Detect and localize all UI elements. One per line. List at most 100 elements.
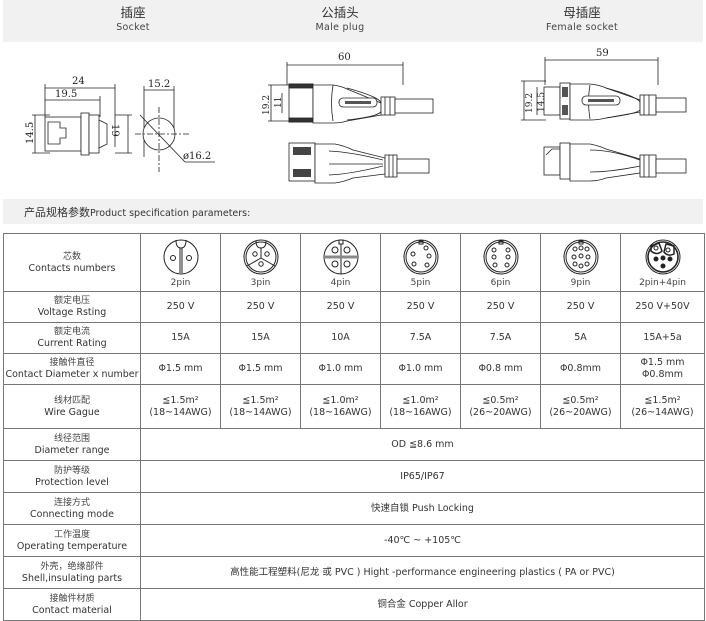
spec-title-en: Product specification parameters: (90, 208, 251, 219)
voltage-cell: 250 V+50V (620, 291, 705, 323)
current-cell: 7.5A (460, 322, 541, 354)
dim-19-5: 19.5 (55, 89, 77, 100)
pin-5-icon (403, 239, 438, 275)
female-socket-drawing: 59 19.2 14.5 (521, 48, 687, 182)
protection-value: IP65/IP67 (140, 460, 705, 493)
wire-awg: (26~14AWG) (631, 406, 694, 418)
wire-cell: ≦1.5m²(18~14AWG) (140, 384, 221, 429)
pin-3-icon (243, 239, 278, 275)
diameter-range-value: OD ≦8.6 mm (140, 428, 705, 461)
diameter-cell: Φ0.8mm (540, 353, 621, 385)
label-en: Protection level (35, 476, 109, 488)
pin-label: 6pin (490, 278, 511, 288)
diameter-line-2: Φ0.8mm (641, 369, 684, 380)
label-en: Connecting mode (30, 508, 114, 520)
voltage-cell: 250 V (380, 291, 461, 323)
pin-2-icon (163, 239, 198, 275)
label-en: Contact material (32, 604, 112, 616)
dim-59: 59 (596, 48, 609, 59)
label-en: Contact Diameter x number (5, 369, 139, 380)
pin-2-plus-4-icon (645, 239, 680, 275)
pin-6: 6pin (460, 233, 541, 292)
pin-label: 9pin (570, 278, 591, 288)
voltage-cell: 250 V (140, 291, 221, 323)
pin-label: 4pin (330, 278, 351, 288)
current-cell: 5A (540, 322, 621, 354)
diameter-line-1: Φ1.5 mm (640, 357, 685, 368)
wire-awg: (18~14AWG) (149, 406, 212, 418)
label-cn: 芯数 (62, 251, 81, 262)
wire-area: ≦0.5m² (562, 394, 599, 406)
pin-2-plus-4: 2pin+4pin (620, 233, 705, 292)
current-cell: 7.5A (380, 322, 461, 354)
wire-area: ≦1.0m² (402, 394, 439, 406)
header-socket: 插座 Socket (33, 4, 233, 35)
diameter-cell: Φ1.5 mm (220, 353, 301, 385)
wire-cell: ≦1.5m²(18~14AWG) (220, 384, 301, 429)
pin-5: 5pin (380, 233, 461, 292)
dim-19-2-female: 19.2 (525, 93, 535, 113)
label-en: Diameter range (34, 444, 110, 456)
wire-cell: ≦0.5m²(26~20AWG) (540, 384, 621, 429)
wire-area: ≦1.5m² (644, 394, 681, 406)
label-en: Contacts numbers (28, 262, 116, 274)
dim-19-2: 19.2 (262, 95, 272, 115)
pin-9-icon (563, 239, 598, 275)
pin-4-icon (323, 239, 358, 275)
connecting-value: 快速自锁 Push Locking (140, 492, 705, 525)
wire-cell: ≦1.0m²(18~16AWG) (380, 384, 461, 429)
pin-label: 2pin+4pin (639, 278, 686, 288)
wire-cell: ≦1.5m²(26~14AWG) (620, 384, 705, 429)
label-cn: 接触件材质 (49, 593, 95, 604)
voltage-cell: 250 V (220, 291, 301, 323)
label-cn: 防护等级 (53, 465, 90, 476)
pin-2: 2pin (140, 233, 221, 292)
wire-cell: ≦0.5m²(26~20AWG) (460, 384, 541, 429)
wire-area: ≦1.5m² (242, 394, 279, 406)
spec-title-band (3, 199, 703, 224)
current-cell: 10A (300, 322, 381, 354)
wire-area: ≦1.5m² (162, 394, 199, 406)
label-en: Operating temperature (16, 540, 128, 552)
dim-19: 19 (109, 124, 120, 137)
wire-awg: (18~14AWG) (229, 406, 292, 418)
diameter-cell: Φ1.0 mm (380, 353, 461, 385)
spec-title-cn: 产品规格参数 (24, 206, 90, 219)
label-cn: 工作温度 (53, 529, 90, 540)
wire-awg: (26~20AWG) (469, 406, 532, 418)
label-cn: 线材匹配 (53, 395, 90, 406)
temperature-value: -40℃ ~ +105℃ (140, 524, 705, 557)
label-en: Current Rating (37, 338, 107, 349)
dim-60: 60 (338, 52, 351, 63)
header-socket-en: Socket (116, 22, 150, 33)
label-en: Voltage Rsting (37, 307, 107, 318)
header-female-socket-en: Female socket (546, 22, 618, 33)
header-socket-cn: 插座 (120, 5, 146, 20)
dim-15-2: 15.2 (148, 79, 170, 90)
label-cn: 接触件直径 (49, 358, 95, 368)
diameter-cell: Φ0.8 mm (460, 353, 541, 385)
wire-cell: ≦1.0m²(18~16AWG) (300, 384, 381, 429)
header-female-socket-cn: 母插座 (563, 5, 601, 20)
label-cn: 额定电压 (53, 296, 90, 306)
header-male-plug-cn: 公插头 (321, 5, 359, 20)
pin-3: 3pin (220, 233, 301, 292)
shell-value: 高性能工程塑料(尼龙 或 PVC ) Hight -performance en… (140, 556, 705, 589)
